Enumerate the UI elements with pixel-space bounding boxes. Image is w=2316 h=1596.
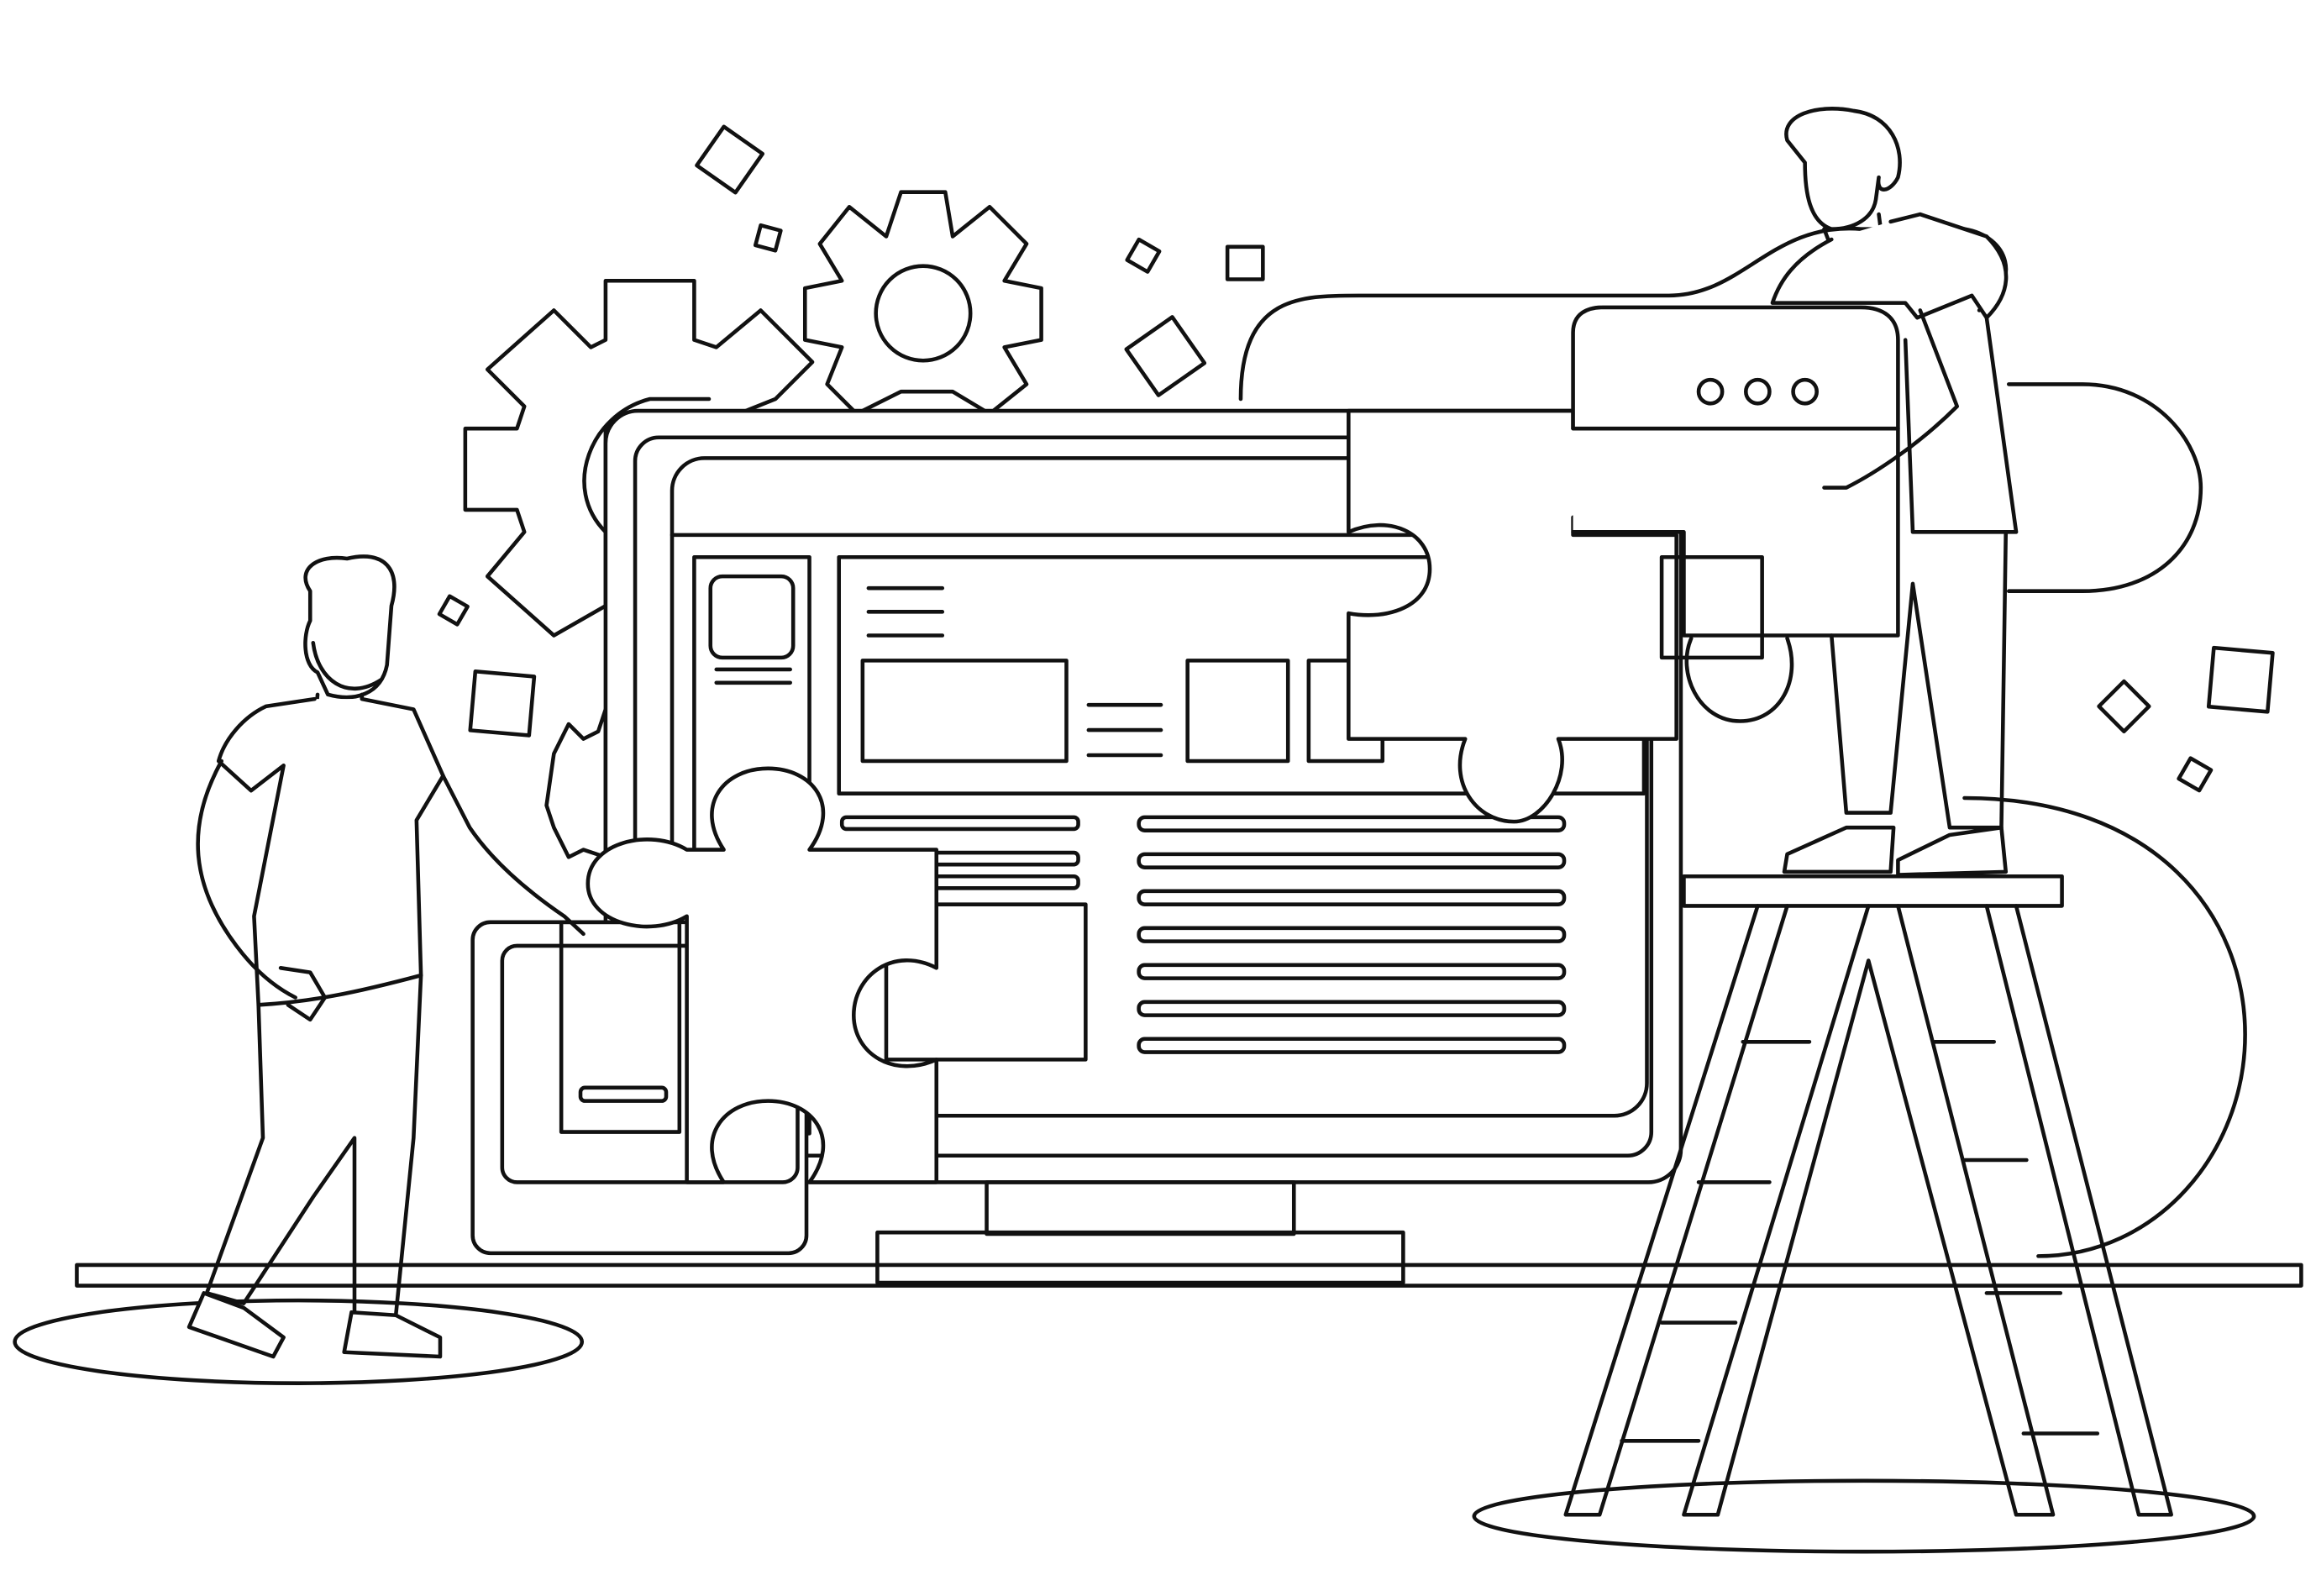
- square: [695, 124, 765, 195]
- text-line: [1137, 1037, 1567, 1054]
- man-right-torso: [1903, 315, 2019, 534]
- square: [1124, 315, 1207, 397]
- ladder-middle-rail: [1682, 904, 2056, 1517]
- man-right-head: [1784, 107, 1902, 231]
- square: [2206, 645, 2275, 714]
- image-placeholder: [860, 659, 1069, 764]
- background-pill-right: [2006, 382, 2203, 593]
- right-window-card: [1571, 305, 1900, 723]
- man-left-arm-right: [441, 774, 586, 937]
- floor-line: [75, 1263, 2303, 1288]
- man-right-shoe-left: [1782, 825, 1896, 874]
- window-dot: [1696, 377, 1725, 406]
- man-left-arm-left: [196, 759, 297, 1000]
- square: [1125, 237, 1162, 274]
- square: [468, 669, 537, 738]
- article-lines: [1137, 815, 1567, 1054]
- puzzle-knob: [1684, 636, 1794, 723]
- square: [2097, 679, 2151, 734]
- background-pill-top: [1238, 226, 2009, 402]
- ladder: [1563, 874, 2173, 1517]
- square: [437, 594, 470, 627]
- man-left-hand-left: [278, 966, 328, 1022]
- man-right: [1770, 107, 2019, 877]
- man-left-beard: [311, 640, 383, 690]
- floating-squares: [437, 124, 2275, 793]
- man-right-shoe-right: [1896, 825, 2009, 877]
- small-gear-hole: [874, 264, 973, 363]
- image-placeholder: [1185, 659, 1290, 764]
- man-right-arm: [1822, 308, 1960, 490]
- man-left-shoe-left: [186, 1291, 286, 1359]
- ladder-rungs: [1620, 1039, 2100, 1443]
- man-left-legs: [204, 973, 423, 1318]
- ground-shadow-right: [1472, 1478, 2256, 1554]
- monitor-base: [875, 1230, 1405, 1285]
- tiny-gear-icon: [544, 707, 608, 859]
- window-dot: [1744, 377, 1772, 406]
- man-left-shirt: [216, 696, 445, 1007]
- puzzle-piece-left: [586, 766, 939, 1184]
- text-line: [1137, 815, 1567, 832]
- background-shapes: [582, 226, 2247, 1258]
- man-left: [186, 554, 586, 1359]
- window-dot: [1791, 377, 1819, 406]
- square: [1225, 244, 1265, 281]
- button-placeholder: [578, 1085, 669, 1103]
- square: [2177, 756, 2214, 793]
- text-line: [839, 815, 1080, 832]
- ladder-top: [1682, 874, 2064, 908]
- avatar-placeholder: [708, 574, 796, 660]
- small-gear-icon: [802, 190, 1043, 416]
- text-line: [1137, 852, 1567, 869]
- monitor-screen: [670, 456, 1649, 1118]
- background-blob-left: [582, 396, 712, 534]
- image-placeholder: [1659, 554, 1764, 660]
- man-left-head: [303, 554, 397, 700]
- square: [753, 223, 783, 253]
- monitor-neck: [985, 1180, 1296, 1236]
- ladder-left-rail: [1563, 904, 1789, 1517]
- man-right-shirt: [1770, 212, 2009, 320]
- text-line: [1137, 1000, 1567, 1017]
- ground-shadow-left: [13, 1298, 585, 1385]
- image-placeholder: [884, 902, 1088, 1062]
- text-line: [1137, 963, 1567, 980]
- background-circle-right: [1962, 795, 2247, 1258]
- text-line: [1137, 926, 1567, 943]
- ladder-right-rail: [1984, 904, 2173, 1517]
- monitor-inner-frame: [633, 435, 1654, 1158]
- text-line: [1137, 889, 1567, 906]
- man-left-shoe-right: [342, 1310, 443, 1359]
